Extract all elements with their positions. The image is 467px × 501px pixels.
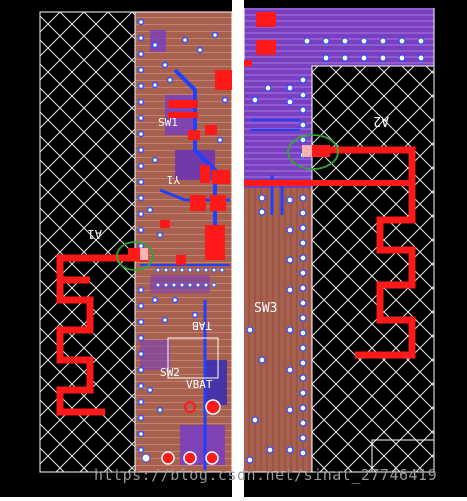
switch3-label: SW3 (254, 301, 277, 316)
vbat-label: VBAT (186, 378, 213, 391)
panel-divider (232, 0, 244, 497)
right-highlight-circle (287, 134, 339, 170)
left-keepout-area (39, 11, 136, 473)
watermark: https://blog.csdn.net/sinat_27746419 (94, 466, 438, 484)
switch2-label: SW2 (160, 366, 180, 379)
crystal-label: Y1 (167, 173, 180, 186)
switch1-label: SW1 (158, 116, 178, 129)
antenna-a1-trace (56, 254, 148, 416)
antenna-a1-label: A1 (88, 227, 102, 241)
right-keepout-area (311, 65, 435, 473)
left-board (134, 11, 233, 473)
right-board (244, 8, 435, 473)
left-highlight-circle (116, 241, 154, 271)
mirrored-tab-label: TAB (192, 319, 212, 332)
antenna-a2-label: A2 (373, 113, 389, 128)
antenna-a2-trace (305, 146, 416, 359)
